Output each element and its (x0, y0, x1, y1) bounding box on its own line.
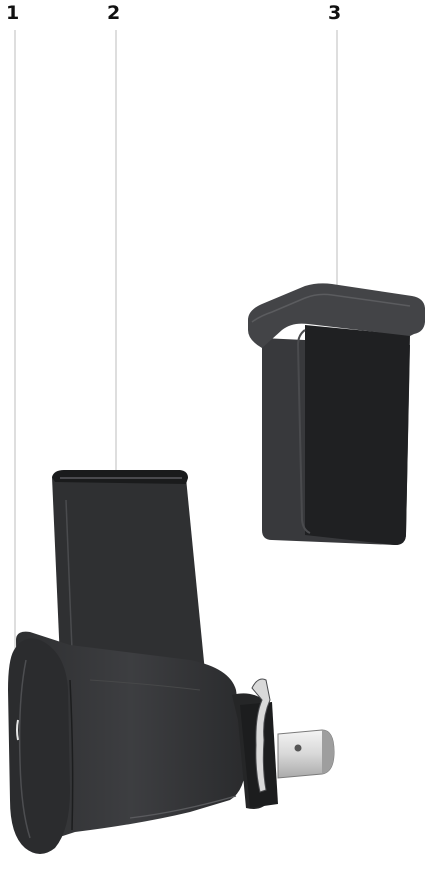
food-pusher (248, 283, 425, 545)
